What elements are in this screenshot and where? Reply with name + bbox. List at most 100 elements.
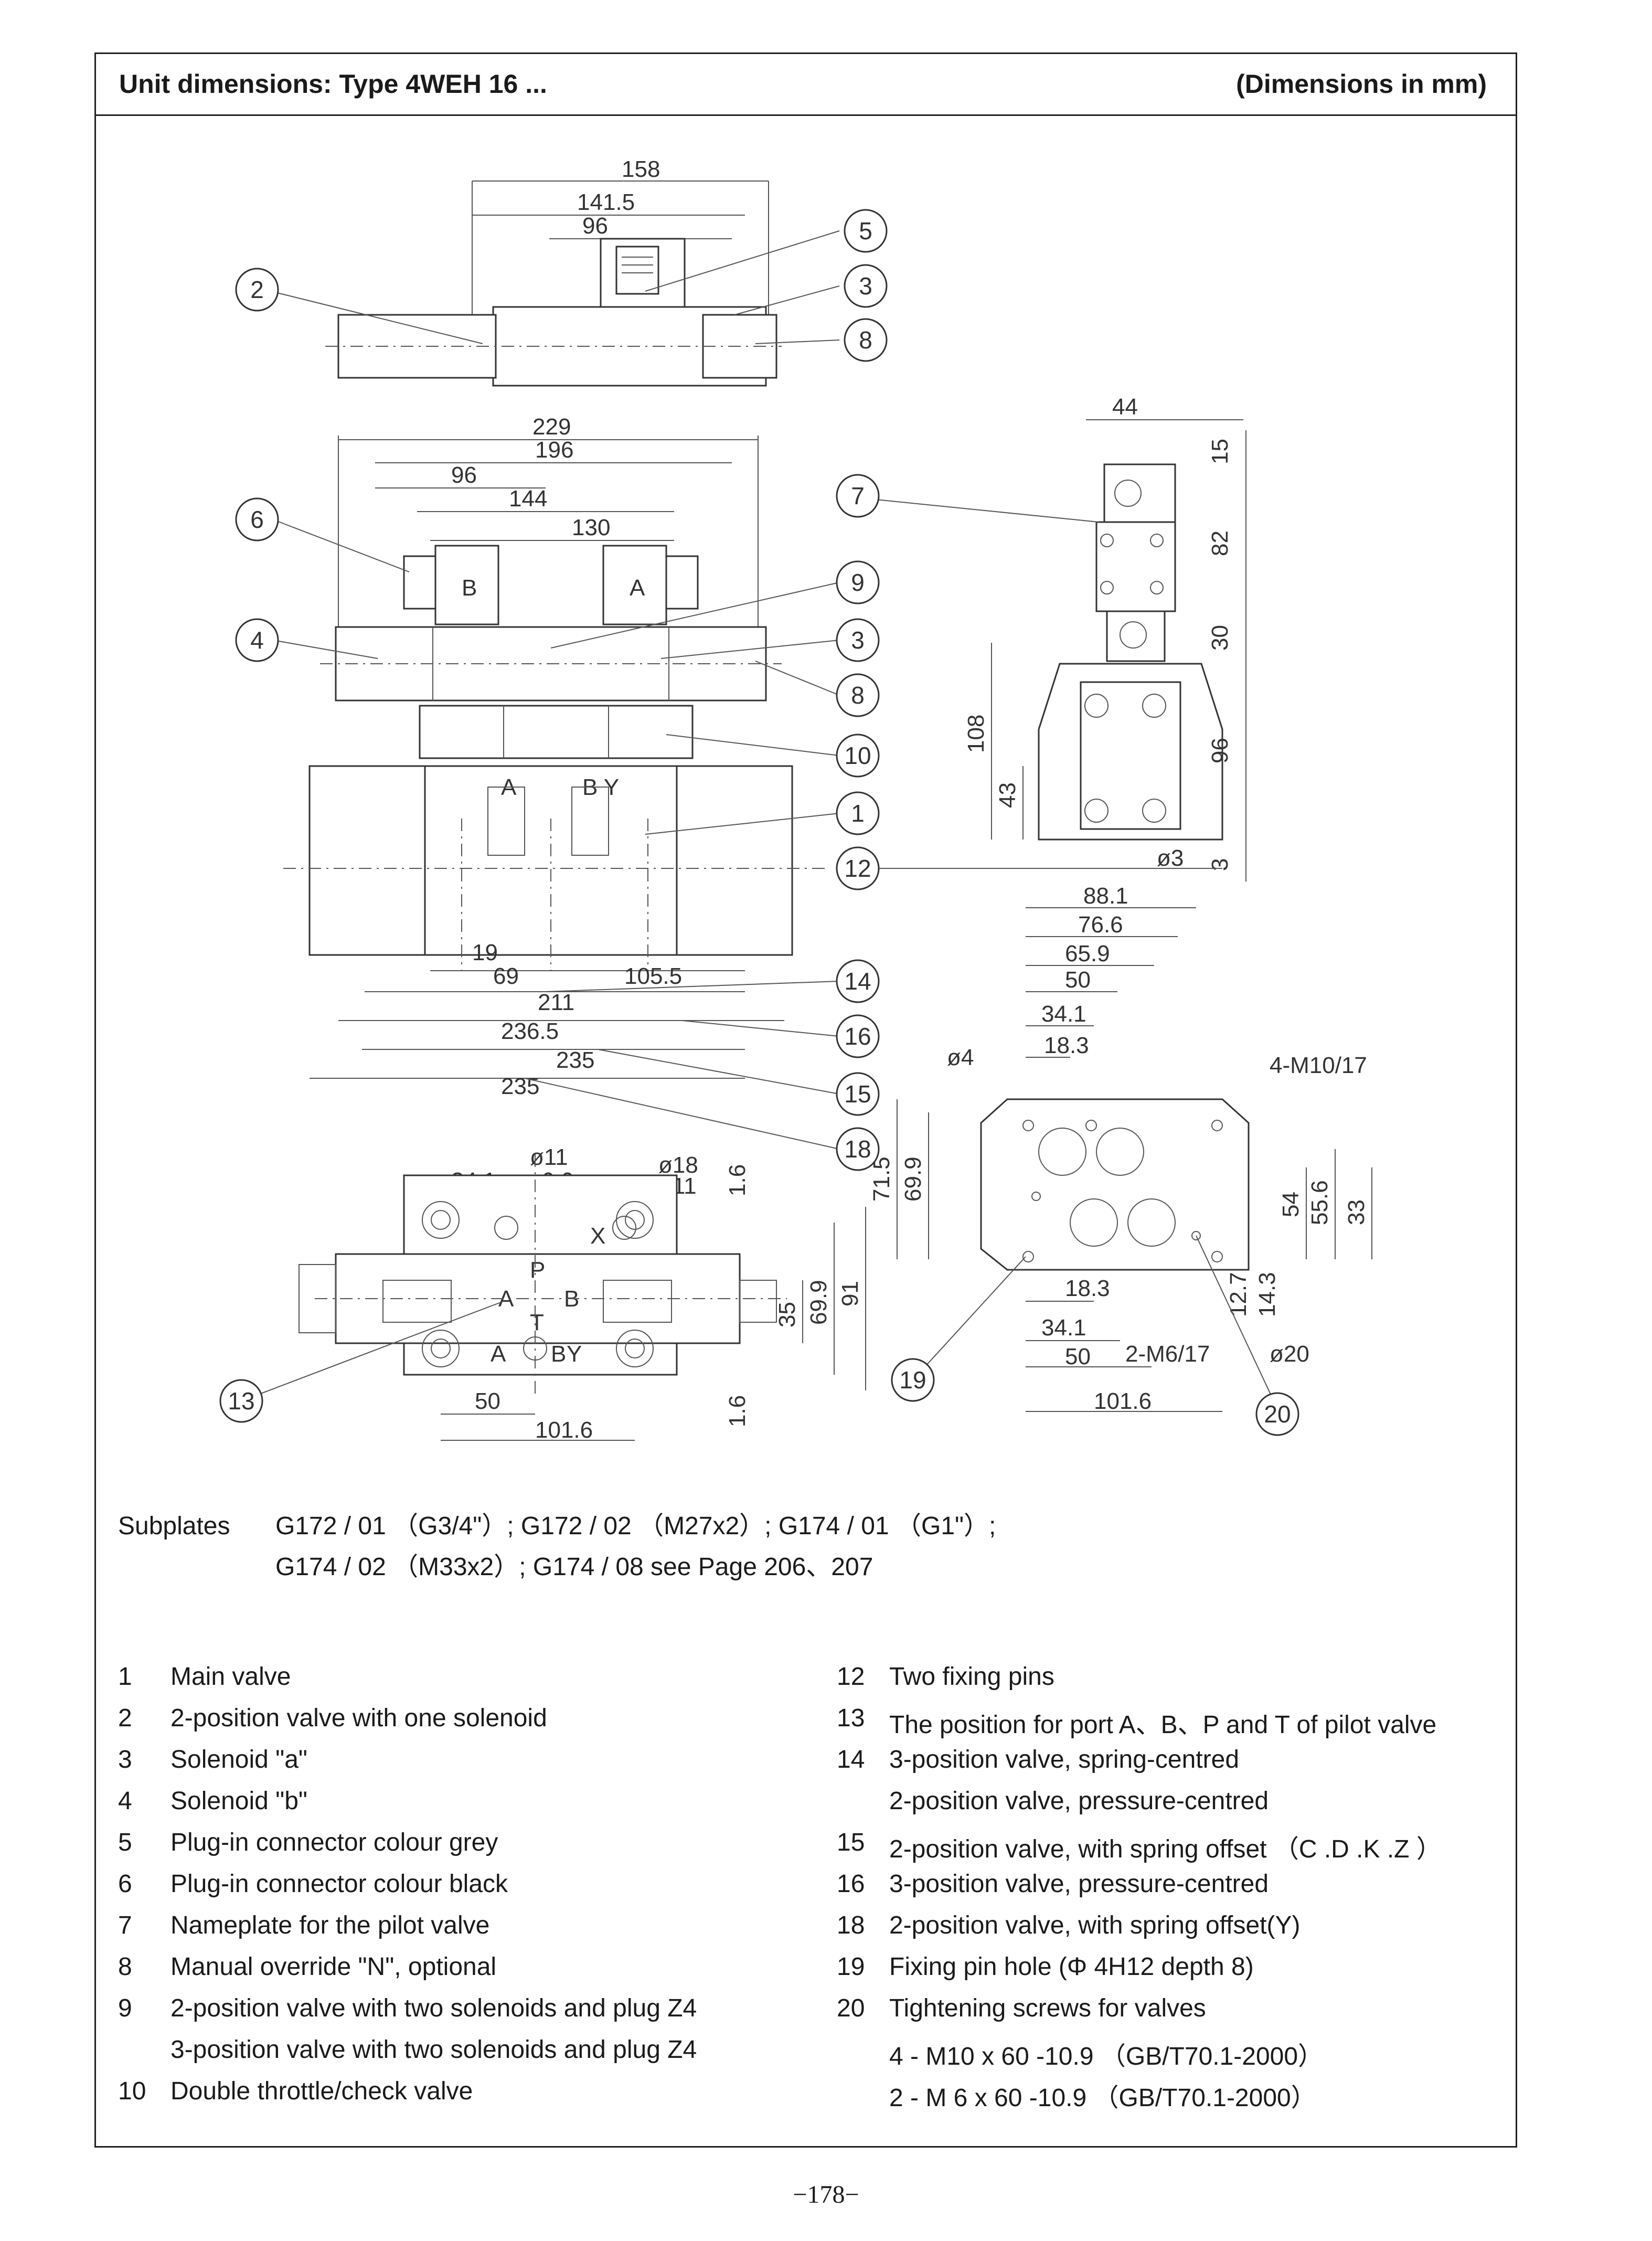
pilot-port-t: T [530, 1310, 544, 1335]
subplates-line-1: G172 / 01 （G3/4"）; G172 / 02 （M27x2）; G1… [275, 1512, 996, 1540]
dim-76-6: 76.6 [1078, 912, 1123, 938]
callout-12: 12 [836, 846, 880, 890]
main-port-a: A [491, 1341, 506, 1367]
svg-text:8: 8 [851, 682, 865, 709]
callout-5: 5 [844, 209, 888, 253]
dim-35: 35 [774, 1302, 800, 1327]
svg-text:14: 14 [844, 968, 871, 995]
svg-text:13: 13 [228, 1387, 254, 1415]
dim-196: 196 [535, 437, 573, 463]
svg-text:20: 20 [1264, 1400, 1291, 1428]
svg-text:2: 2 [250, 276, 264, 303]
dim-44: 44 [1112, 394, 1138, 420]
pilot-plan-view: 34.1 ø11 ø6.6 ø18 ø11 1.6 P A B T X Y A … [299, 1144, 866, 1443]
callout-16: 16 [836, 1014, 880, 1058]
hole-dia-20: ø20 [1270, 1341, 1309, 1367]
svg-text:1: 1 [851, 800, 865, 827]
svg-text:5: 5 [859, 217, 872, 245]
dim-19: 19 [472, 940, 498, 965]
callout-20: 20 [1255, 1392, 1299, 1436]
solenoid-a-label: A [630, 575, 645, 601]
units-note: (Dimensions in mm) [1236, 69, 1487, 99]
callout-15: 15 [836, 1072, 880, 1116]
dim-34-1-bottom: 34.1 [1041, 1315, 1086, 1341]
dim-229: 229 [532, 414, 571, 440]
callout-8-top: 8 [844, 318, 888, 362]
dim-101-6-plan: 101.6 [535, 1417, 593, 1443]
svg-text:3: 3 [851, 626, 865, 654]
side-view: 44 15 82 30 96 3 108 43 ø3 [963, 394, 1246, 881]
svg-text:19: 19 [899, 1366, 926, 1394]
callout-4: 4 [235, 618, 279, 662]
pilot-port-y: Y [567, 1341, 582, 1367]
dim-91: 91 [837, 1281, 863, 1307]
svg-text:7: 7 [851, 482, 865, 509]
callout-bubbles: 2 5 3 8 6 7 9 4 3 8 10 1 12 14 16 15 18 … [219, 209, 1299, 1436]
front-view: 229 196 96 144 130 B A A B Y [283, 414, 829, 1099]
dim-dia-11-a: ø11 [530, 1144, 568, 1170]
dim-96-front: 96 [451, 462, 477, 488]
dim-211: 211 [538, 990, 574, 1015]
svg-text:9: 9 [851, 569, 865, 596]
dim-34-1-face: 34.1 [1041, 1001, 1086, 1027]
page-frame: Unit dimensions: Type 4WEH 16 ... (Dimen… [94, 52, 1517, 2148]
callout-1: 1 [836, 791, 880, 835]
callout-18: 18 [836, 1127, 880, 1171]
dim-65-9: 65.9 [1065, 941, 1110, 967]
pilot-port-p: P [530, 1257, 545, 1283]
header-bar: Unit dimensions: Type 4WEH 16 ... (Dimen… [96, 54, 1516, 116]
dim-69: 69 [493, 963, 519, 989]
dim-33: 33 [1344, 1199, 1369, 1225]
callout-8: 8 [836, 673, 880, 717]
svg-text:16: 16 [844, 1023, 871, 1050]
dim-30: 30 [1207, 625, 1233, 651]
dim-144: 144 [509, 486, 547, 512]
pilot-port-x: X [590, 1223, 605, 1249]
mounting-face: 88.1 76.6 65.9 50 34.1 18.3 ø4 4-M10/17 … [869, 883, 1372, 1414]
dim-141-5: 141.5 [577, 189, 635, 215]
svg-text:3: 3 [859, 272, 872, 300]
technical-drawing: 158 141.5 96 229 196 96 144 130 B A [219, 156, 1372, 1443]
dim-50-bottom: 50 [1065, 1344, 1091, 1369]
dim-50-face: 50 [1065, 967, 1091, 993]
dim-235-b: 235 [501, 1074, 539, 1099]
callout-10: 10 [836, 734, 880, 778]
dim-158: 158 [622, 156, 660, 182]
dim-50-plan: 50 [475, 1388, 500, 1414]
subplates-label: Subplates [118, 1512, 230, 1540]
dim-69-9-face: 69.9 [900, 1156, 926, 1202]
dim-82: 82 [1207, 530, 1233, 556]
callout-3: 3 [836, 618, 880, 662]
hole-4-m10: 4-M10/17 [1270, 1053, 1367, 1078]
callout-14: 14 [836, 959, 880, 1003]
svg-text:6: 6 [250, 506, 264, 533]
svg-text:8: 8 [859, 326, 872, 354]
dim-14-3: 14.3 [1254, 1272, 1280, 1317]
callout-2: 2 [235, 268, 279, 312]
dim-69-9-plan: 69.9 [806, 1280, 832, 1325]
callout-leaders [241, 230, 1278, 1409]
page-title: Unit dimensions: Type 4WEH 16 ... [119, 69, 547, 99]
dim-18-3-bottom: 18.3 [1065, 1276, 1110, 1301]
dim-15: 15 [1207, 439, 1233, 464]
dim-dia-18: ø18 [658, 1152, 698, 1178]
dim-235-a: 235 [556, 1047, 594, 1073]
dim-108: 108 [963, 715, 989, 753]
top-view: 158 141.5 96 [325, 156, 782, 387]
dim-1-6-bottom: 1.6 [724, 1395, 750, 1427]
dim-dia-3: ø3 [1157, 845, 1184, 871]
svg-text:12: 12 [844, 855, 871, 882]
callout-13: 13 [219, 1379, 263, 1423]
dim-236-5: 236.5 [501, 1018, 559, 1044]
dim-105-5: 105.5 [624, 963, 682, 989]
page-number: −178− [793, 2181, 859, 2208]
dim-43: 43 [995, 782, 1020, 808]
callout-6: 6 [235, 497, 279, 541]
hole-2-m6: 2-M6/17 [1125, 1341, 1210, 1367]
solenoid-b-label: B [462, 575, 477, 601]
callout-3-top: 3 [844, 264, 888, 308]
dim-96-top: 96 [582, 213, 608, 239]
callout-7: 7 [836, 474, 880, 518]
dim-3-side: 3 [1207, 858, 1233, 871]
dim-130: 130 [572, 515, 610, 540]
